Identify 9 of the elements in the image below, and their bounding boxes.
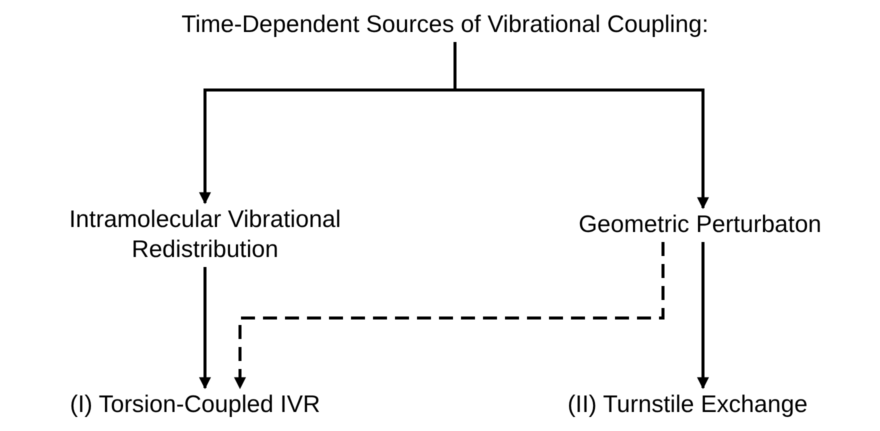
node-label: (II) Turnstile Exchange [495, 390, 880, 420]
arrow [234, 242, 664, 390]
arrow [199, 267, 211, 390]
node-label: Time-Dependent Sources of Vibrational Coupling: [150, 10, 740, 40]
arrow [697, 242, 709, 390]
arrow [454, 42, 709, 210]
node-label: Intramolecular Vibrational Redistribution [5, 205, 405, 265]
node-label: (I) Torsion-Coupled IVR [5, 390, 385, 420]
node-label: Geometric Perturbaton [520, 210, 880, 240]
